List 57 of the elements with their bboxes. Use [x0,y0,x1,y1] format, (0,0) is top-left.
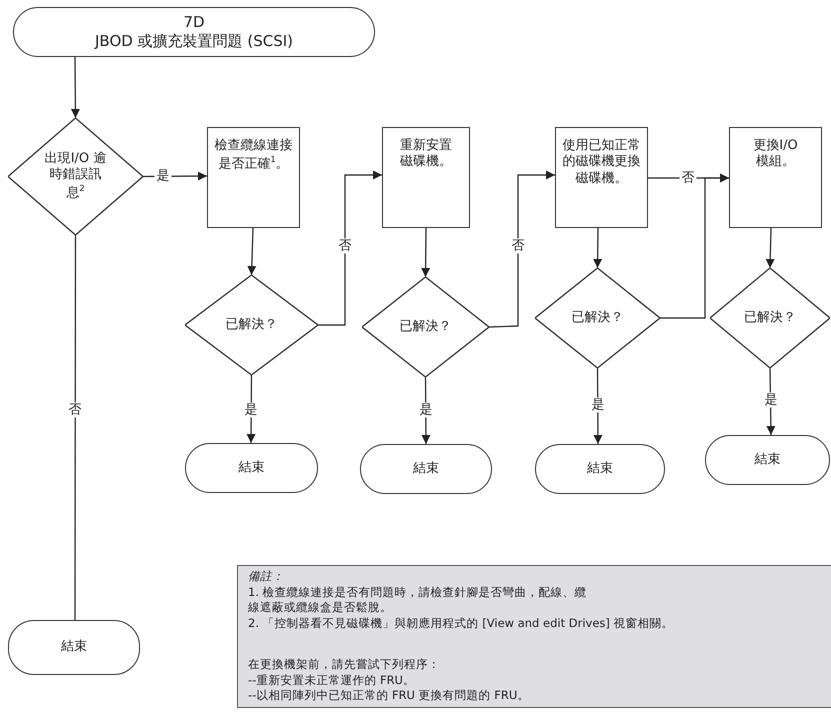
step-text: 檢查纜線連接是否正確$^{1}$。 [214,138,294,173]
connector-arrow [488,170,555,328]
edge-label: 否 [680,170,696,186]
terminal-shape [705,435,830,485]
connector-arrow [593,228,602,268]
edge-label: 是 [590,398,606,412]
terminal-text: JBOD 或擴充裝置問題 (SCSI) [95,32,293,51]
decision-text: 已解決？ [744,310,796,326]
terminal-shape [535,444,665,494]
edge-label: 是 [154,168,172,184]
terminal-shape [13,7,375,57]
connector-arrow [766,368,776,435]
connector-arrow [766,228,775,268]
connector-arrow [318,170,382,326]
step-text: 重新安置磁碟機。 [399,138,453,170]
terminal-text: 結束 [587,460,613,478]
terminal-text: 結束 [413,460,439,478]
edge-label: 是 [418,402,434,418]
process-box [207,127,300,228]
edge-label: 是 [242,402,260,418]
terminal-text: 結束 [754,452,780,468]
decision-diamond [8,118,143,235]
edge-label: 是 [762,392,780,408]
process-box [382,127,470,228]
edge-label: 否 [510,238,526,254]
connector-arrow [143,172,207,181]
decision-text: 已解決？ [226,316,278,334]
note-text: 1. 檢查纜線連接是否有問題時，請檢查針腳是否彎曲，配線、纜線遮蔽或纜線盒是否鬆脫。 [248,584,588,616]
decision-text: 已解決？ [400,318,452,336]
terminal-shape [185,443,318,493]
decision-text: 出現I/O 逾時錯誤訊息$^{2}$ [44,150,106,202]
terminal-shape [8,620,140,675]
connector-arrow [70,57,80,118]
decision-diamond [535,268,660,368]
decision-text: 已解決？ [572,310,624,326]
note-text: --重新安置未正常運作的 FRU。 [248,672,415,688]
edge-label: 否 [336,238,354,254]
edge-label: 否 [66,402,84,418]
connector-arrow [421,228,430,277]
connector-arrow [660,174,729,319]
note-text: 在更換機架前，請先嘗試下列程序： [248,657,440,673]
step-text: 更換I/O 模組。 [752,138,799,170]
process-box [729,127,822,228]
connector-arrow [247,228,256,276]
note-text: 2. 「控制器看不見磁碟機」與韌應用程式的 [View and edit Drives] 視窗相關。 [248,616,674,632]
terminal-text: 7D [183,13,205,32]
process-box [555,127,648,228]
terminal-shape [360,444,492,494]
terminal-text: 結束 [61,639,87,656]
note-heading: 備註： [248,569,284,585]
note-panel [237,565,831,708]
terminal-text: 結束 [238,460,264,476]
step-text: 使用已知正常的磁碟機更換磁碟機。 [562,138,642,187]
decision-diamond [185,275,318,375]
decision-diamond [362,277,489,377]
note-text: --以相同陣列中已知正常的 FRU 更換有問題的 FRU。 [248,688,530,704]
decision-diamond [710,268,830,368]
